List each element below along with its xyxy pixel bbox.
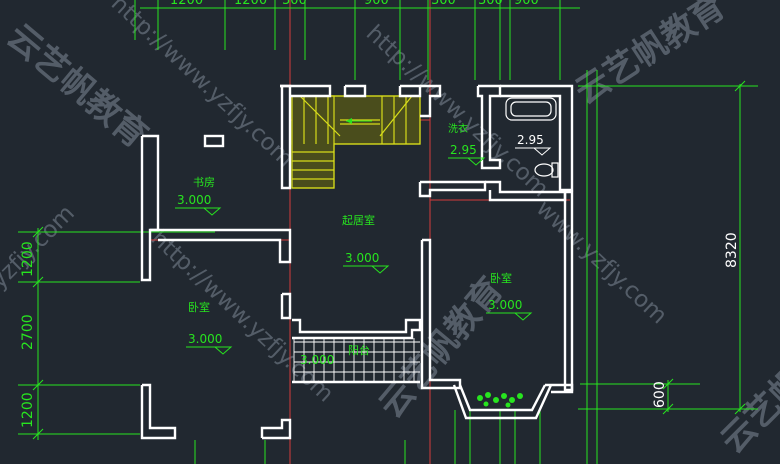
bay-window-planter: [477, 392, 523, 408]
room-name-laundry: 洗衣: [448, 122, 468, 135]
top-dimension-labels: 1200 1200 300 900 300 300 900: [170, 0, 539, 8]
dimension-label: 1200: [234, 0, 267, 8]
bath-fixtures: [505, 97, 559, 178]
dimension-label: 8320: [724, 232, 740, 268]
watermark-brand: 云艺帆教育: [568, 0, 732, 113]
room-name-bedroom-right: 卧室: [490, 271, 512, 285]
dimension-label: 300: [282, 0, 307, 8]
room-name-bedroom-left: 卧室: [188, 300, 210, 314]
elevation-bedroom-left: 3.000: [188, 332, 222, 346]
dimension-label: 300: [431, 0, 456, 8]
walls: [140, 84, 574, 440]
room-annotations: 书房 3.000 起居室 3.000 洗衣 2.95 2.95 卧室 3.000…: [175, 122, 552, 367]
elevation-balcony: 3.000: [300, 353, 334, 367]
elevation-living: 3.000: [345, 251, 379, 265]
watermark-url-fragment: www.yzfjy.com: [531, 195, 672, 329]
room-name-living: 起居室: [342, 213, 375, 227]
elevation-bedroom-right: 3.000: [488, 298, 522, 312]
watermark-brand: 云艺帆教育: [371, 270, 511, 426]
toilet-icon: [534, 163, 554, 177]
dimension-label: 600: [652, 381, 668, 408]
dimension-label: 300: [478, 0, 503, 8]
elevation-bath: 2.95: [517, 133, 544, 147]
watermark-brand: 云艺帆教育: [0, 16, 155, 156]
dimension-label: 1200: [20, 241, 36, 277]
balcony-tiles: [293, 338, 420, 382]
dimension-label: 900: [514, 0, 539, 8]
watermark-brand: 云艺帆教育: [713, 313, 780, 461]
staircase: [291, 95, 421, 189]
dimension-label: 1200: [170, 0, 203, 8]
dimension-label: 2700: [20, 314, 36, 350]
elevation-laundry: 2.95: [450, 143, 477, 157]
room-name-balcony: 阳台: [348, 343, 370, 357]
elevation-study: 3.000: [177, 193, 211, 207]
watermark-url: http://www.yzfjy.com: [146, 225, 339, 407]
dimension-lines: [18, 0, 758, 464]
right-dimension-labels: 8320 600: [652, 232, 740, 408]
dimension-label: 900: [364, 0, 389, 8]
room-name-study: 书房: [193, 176, 215, 189]
side-dimension-labels: 1200 2700 1200: [20, 241, 36, 428]
bathtub-icon: [505, 97, 557, 121]
dimension-label: 1200: [20, 392, 36, 428]
